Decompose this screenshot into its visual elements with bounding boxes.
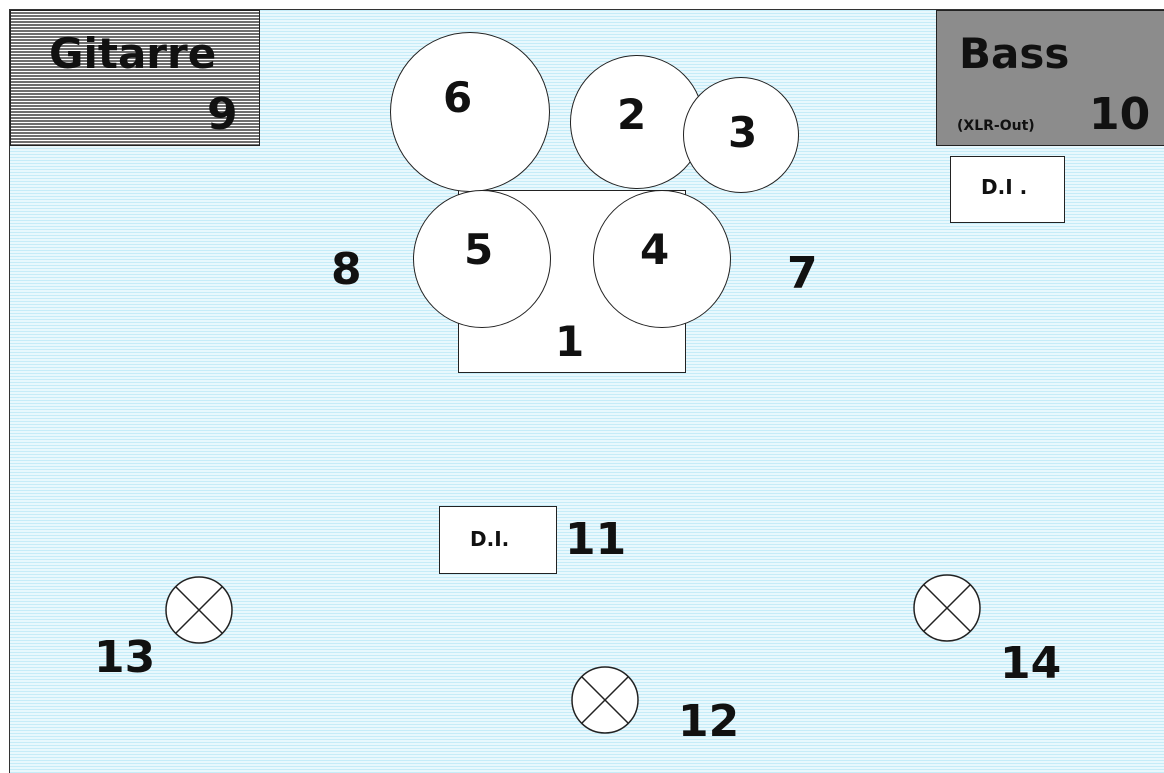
- monitor-12-number: 12: [678, 696, 740, 747]
- gitarre-number: 9: [207, 89, 238, 140]
- tom-6-number: 6: [443, 73, 473, 122]
- monitor-14-icon: [913, 574, 981, 642]
- tom-6: 6: [390, 32, 550, 192]
- stage-plan: Gitarre 9 Bass (XLR-Out) 10 D.I . D.I. 1…: [9, 9, 1164, 773]
- kick-number: 1: [555, 317, 585, 366]
- gitarre-amp: Gitarre 9: [10, 10, 260, 146]
- bass-xlr-label: (XLR-Out): [957, 118, 1035, 134]
- monitor-12-icon: [571, 666, 639, 734]
- label-7: 7: [787, 248, 818, 299]
- monitor-14-number: 14: [1000, 638, 1062, 689]
- di-box-center: D.I.: [439, 506, 557, 574]
- tom-4-number: 4: [640, 225, 670, 274]
- tom-4: 4: [593, 190, 731, 328]
- tom-5-number: 5: [464, 225, 494, 274]
- tom-5: 5: [413, 190, 551, 328]
- tom-3: 3: [683, 77, 799, 193]
- di-label: D.I .: [981, 175, 1028, 199]
- di-label: D.I.: [470, 527, 510, 551]
- tom-2-number: 2: [617, 90, 647, 139]
- gitarre-label: Gitarre: [49, 29, 217, 78]
- bass-number: 10: [1089, 89, 1151, 140]
- bass-amp: Bass (XLR-Out) 10: [936, 10, 1164, 146]
- monitor-13-number: 13: [94, 632, 156, 683]
- monitor-13-icon: [165, 576, 233, 644]
- bass-label: Bass: [959, 29, 1070, 78]
- tom-2: 2: [570, 55, 704, 189]
- label-11: 11: [565, 514, 627, 565]
- tom-3-number: 3: [728, 108, 758, 157]
- label-8: 8: [331, 244, 362, 295]
- di-box-bass: D.I .: [950, 156, 1065, 223]
